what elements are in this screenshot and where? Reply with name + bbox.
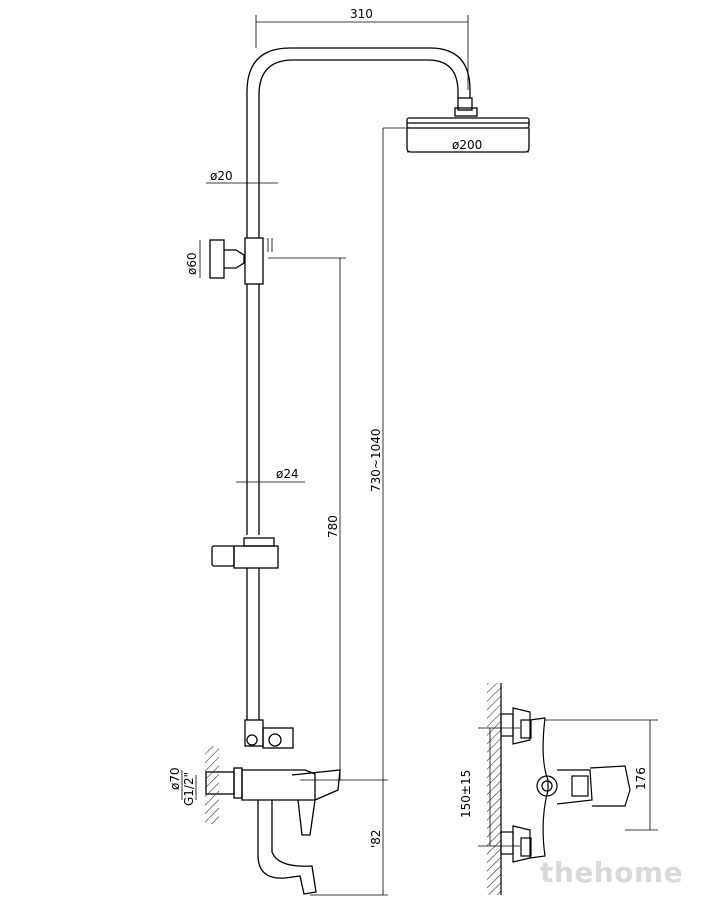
dim-spout-drop: '82 <box>369 829 383 848</box>
head-connector <box>457 97 473 111</box>
upper-holder <box>209 237 264 285</box>
slide-holder <box>211 537 279 569</box>
watermark: thehome <box>540 856 683 889</box>
spout <box>257 800 317 895</box>
wall-hatch-right <box>487 683 501 895</box>
dim-inlet-spacing: 150±15 <box>459 770 473 818</box>
dim-top-width: 310 <box>350 7 373 21</box>
wall-hatch-left <box>205 746 219 824</box>
dim-rail-diameter: ø24 <box>276 467 299 481</box>
dim-thread: G1/2" <box>182 772 196 806</box>
dim-pipe-diameter: ø20 <box>210 169 233 183</box>
shower-column <box>205 47 530 895</box>
upper-pipe <box>246 47 471 238</box>
dim-rail-height: 780 <box>326 515 340 538</box>
dim-mixer-diameter: ø70 <box>168 767 182 790</box>
dim-holder-diameter: ø60 <box>185 252 199 275</box>
side-dimension-lines <box>478 719 658 847</box>
diverter <box>244 719 294 749</box>
dim-head-diameter: ø200 <box>452 138 482 152</box>
mixer-side-view <box>487 683 631 895</box>
dimension-lines <box>181 15 529 896</box>
mixer-body <box>205 767 341 895</box>
dim-total-height: 730~1040 <box>369 429 383 493</box>
dim-mixer-depth: 176 <box>634 767 648 790</box>
